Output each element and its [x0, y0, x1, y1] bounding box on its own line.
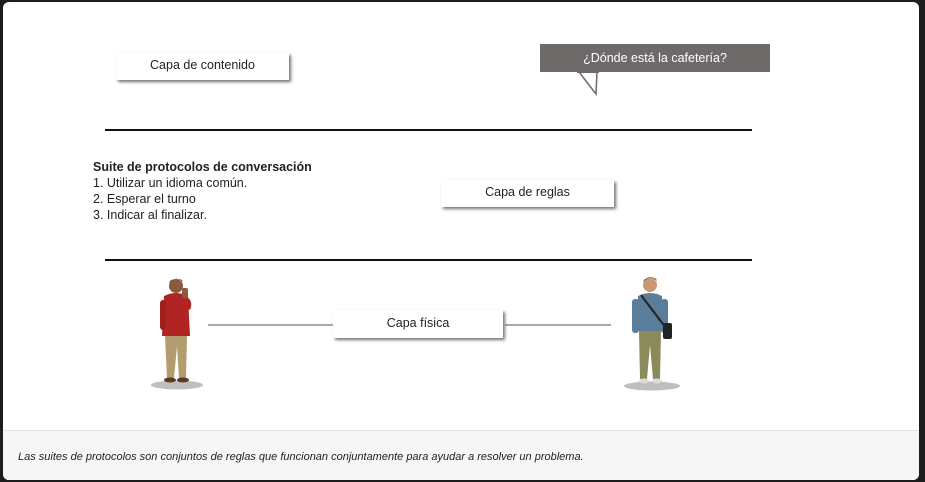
physical-layer-box: Capa física [333, 310, 503, 338]
protocol-rule-item: 1. Utilizar un idioma común. [93, 176, 248, 190]
rules-layer-label: Capa de reglas [485, 185, 570, 199]
content-layer-box: Capa de contenido [116, 53, 289, 80]
person-left-on-phone [151, 278, 203, 390]
caption-text: Las suites de protocolos son conjuntos d… [18, 451, 584, 463]
protocol-rule-item: 2. Esperar el turno [93, 192, 196, 206]
connection-wire-left [208, 324, 334, 326]
speech-bubble-tail [577, 72, 599, 96]
diagram-panel: Capa de contenido ¿Dónde está la cafeter… [3, 2, 919, 480]
protocol-suite-title: Suite de protocolos de conversación [93, 160, 312, 174]
protocol-rule-item: 3. Indicar al finalizar. [93, 208, 207, 222]
divider-top [105, 129, 752, 131]
content-layer-label: Capa de contenido [150, 58, 255, 72]
divider-bottom [105, 259, 752, 261]
speech-bubble-text: ¿Dónde está la cafetería? [583, 51, 727, 65]
caption-bar: Las suites de protocolos son conjuntos d… [3, 430, 919, 480]
person-right-with-bag [624, 277, 680, 391]
protocol-suite: Suite de protocolos de conversación 1. U… [93, 159, 312, 223]
rules-layer-box: Capa de reglas [441, 180, 614, 207]
physical-layer-label: Capa física [386, 316, 450, 330]
connection-wire-right [505, 324, 611, 326]
speech-bubble: ¿Dónde está la cafetería? [540, 44, 770, 72]
